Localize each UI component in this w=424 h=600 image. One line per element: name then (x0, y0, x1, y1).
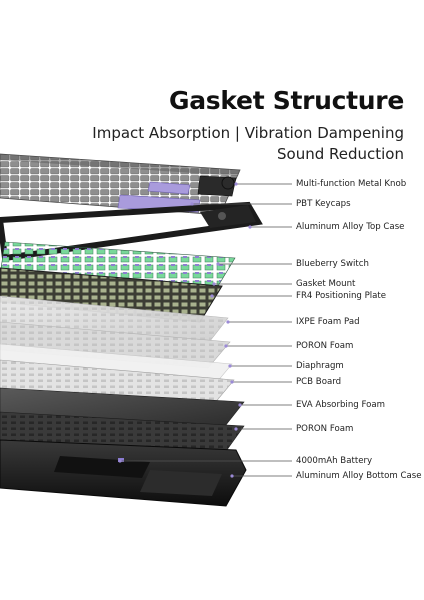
page-title: Gasket Structure (169, 86, 404, 115)
layer-label-poron-bottom: PORON Foam (296, 424, 354, 434)
layer-label-pcb: PCB Board (296, 377, 342, 387)
leader-lines (120, 183, 292, 477)
layer-label-battery: 4000mAh Battery (296, 456, 373, 466)
layer-label-plate: FR4 Positioning Plate (296, 291, 387, 301)
layer-label-top-case: Aluminum Alloy Top Case (296, 222, 405, 232)
bottom-case-layer (0, 439, 247, 507)
layer-label-bottom-case: Aluminum Alloy Bottom Case (296, 471, 422, 481)
top-case-layer (0, 201, 263, 262)
leader-dots (118, 182, 252, 478)
layer-label-ixpe: IXPE Foam Pad (296, 317, 360, 327)
layer-label-poron: PORON Foam (296, 341, 354, 351)
layer-label-keycaps: PBT Keycaps (296, 199, 351, 209)
layer-label-eva: EVA Absorbing Foam (296, 400, 385, 410)
subtitle-line-2: Sound Reduction (277, 145, 404, 163)
layer-label-diaphragm: Diaphragm (296, 361, 344, 371)
subtitle-line-1: Impact Absorption | Vibration Dampening (92, 124, 404, 142)
layer-label-gasket: Gasket Mount (296, 279, 356, 289)
layer-label-switch: Blueberry Switch (296, 259, 369, 269)
layer-label-knob: Multi-function Metal Knob (296, 179, 407, 189)
